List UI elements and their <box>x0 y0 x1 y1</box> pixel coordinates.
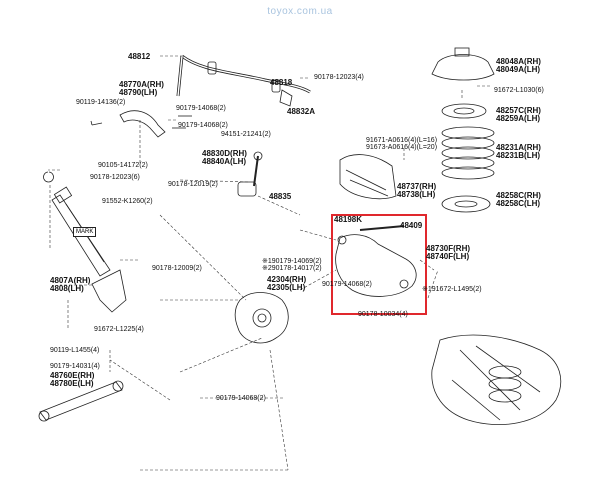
label-48835[interactable]: 48835 <box>269 192 292 201</box>
label-48830d[interactable]: 48830D(RH) 48840A(LH) <box>202 149 247 166</box>
label-90179-14068-d[interactable]: 90179-14068(2) <box>216 395 266 402</box>
label-48258c[interactable]: 48258C(RH) 48258C(LH) <box>496 191 541 208</box>
label-90178-12023-4[interactable]: 90178-12023(4) <box>314 74 364 81</box>
cover-part <box>339 154 397 200</box>
label-42304[interactable]: 42304(RH) 42305(LH) <box>267 275 307 292</box>
watermark: toyox.com.ua <box>267 6 333 17</box>
upper-arm-part <box>119 110 166 138</box>
label-48048a[interactable]: 48048A(RH) 48049A(LH) <box>496 57 541 74</box>
lower-insulator-part <box>441 195 491 213</box>
label-48812[interactable]: 48812 <box>128 52 151 61</box>
label-4807a[interactable]: 4807A(RH) 4808(LH) <box>50 276 91 293</box>
label-94151-21241[interactable]: 94151-21241(2) <box>221 131 271 138</box>
highlight-box <box>331 214 427 315</box>
label-90179-14069[interactable]: ※190179-14069(2) ※290178-14017(2) <box>262 258 322 272</box>
label-91552-k1260[interactable]: 91552-K1260(2) <box>102 198 153 205</box>
insulator-part <box>441 103 487 119</box>
spring-lower-arm-part <box>335 234 417 297</box>
mark-tag: MARK <box>73 227 97 237</box>
label-48760e[interactable]: 48760E(RH) 48780E(LH) <box>50 371 95 388</box>
label-91672-l1225[interactable]: 91672-L1225(4) <box>94 326 144 333</box>
label-90178-10034[interactable]: 90178-10034(4) <box>358 311 408 318</box>
label-90105-14172[interactable]: 90105-14172(2) <box>98 162 148 169</box>
upper-mount-part <box>431 54 495 81</box>
label-48737[interactable]: 48737(RH) 48738(LH) <box>397 182 437 199</box>
label-90178-12009[interactable]: 90178-12009(2) <box>152 265 202 272</box>
label-90179-14068-a[interactable]: 90179-14068(2) <box>176 105 226 112</box>
label-90178-12023-6[interactable]: 90178-12023(6) <box>90 174 140 181</box>
label-90178-12019[interactable]: 90178-12019(2) <box>168 181 218 188</box>
bushing-part <box>207 61 217 75</box>
assembly-preview <box>431 334 562 425</box>
label-91671-a0616[interactable]: 91671-A0616(4)(L=16) 91673-A0616(4)(L=20… <box>366 137 438 151</box>
label-48818[interactable]: 48818 <box>270 78 293 87</box>
label-91672-l1495[interactable]: ※191672-L1495(2) <box>422 286 482 293</box>
label-90179-14068-b[interactable]: 90179-14068(2) <box>178 122 228 129</box>
label-90179-14031[interactable]: 90179-14031(4) <box>50 363 100 370</box>
label-90119-14136[interactable]: 90119-14136(2) <box>76 99 126 106</box>
label-90179-14068-c[interactable]: 90179-14068(2) <box>322 281 372 288</box>
coil-spring-part <box>441 126 495 180</box>
label-48730f[interactable]: 48730F(RH) 48740F(LH) <box>426 244 471 261</box>
label-48257c[interactable]: 48257C(RH) 48259A(LH) <box>496 106 541 123</box>
label-48198k[interactable]: 48198K <box>334 215 363 224</box>
label-48231a[interactable]: 48231A(RH) 48231B(LH) <box>496 143 541 160</box>
lower-arm-part <box>39 381 123 421</box>
label-48770a[interactable]: 48770A(RH) 48790(LH) <box>119 80 164 97</box>
label-48409[interactable]: 48409 <box>400 221 423 230</box>
label-91672-l1030[interactable]: 91672-L1030(6) <box>494 87 544 94</box>
knuckle-part <box>234 292 289 344</box>
bushing-part <box>271 79 281 93</box>
label-90119-l1455[interactable]: 90119-L1455(4) <box>50 347 100 354</box>
label-48832a[interactable]: 48832A <box>287 107 316 116</box>
